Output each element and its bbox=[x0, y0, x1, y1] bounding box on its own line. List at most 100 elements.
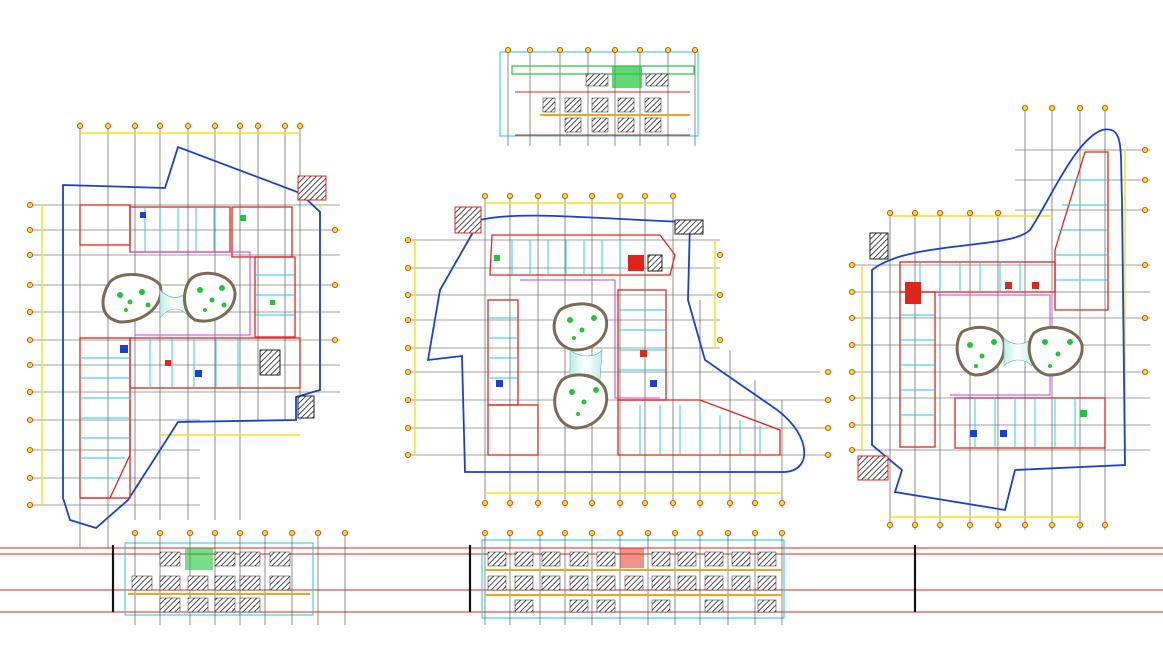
grid-axis-bubble bbox=[1102, 522, 1109, 529]
grid-axis-bubble bbox=[995, 209, 1002, 216]
grid-axis-bubble bbox=[404, 424, 411, 431]
grid-axis-bubble bbox=[404, 236, 411, 243]
grid-axis-bubble bbox=[589, 192, 596, 199]
plan-right bbox=[850, 105, 1150, 530]
grid-axis-bubble bbox=[1142, 314, 1149, 321]
plan-center-dimension-bars bbox=[414, 202, 782, 494]
grid-axis-bubble bbox=[1102, 105, 1109, 112]
grid-axis-bubble bbox=[156, 123, 163, 130]
grid-axis-bubble bbox=[254, 123, 261, 130]
grid-axis-bubble bbox=[186, 530, 193, 537]
grid-axis-bubble bbox=[779, 530, 786, 537]
grid-axis-bubble bbox=[236, 530, 243, 537]
grid-axis-bubble bbox=[825, 424, 832, 431]
grid-axis-bubble bbox=[504, 47, 511, 54]
plan-left-gardens bbox=[101, 271, 237, 324]
plan-left-garden-1 bbox=[101, 273, 163, 324]
grid-axis-bubble bbox=[1022, 105, 1029, 112]
grid-axis-bubble bbox=[589, 499, 596, 506]
elevation-top bbox=[499, 48, 699, 146]
plan-right-gardens bbox=[955, 325, 1084, 377]
grid-axis-bubble bbox=[131, 123, 138, 130]
grid-axis-bubble bbox=[1142, 146, 1149, 153]
grid-axis-bubble bbox=[912, 209, 919, 216]
plan-left-magenta-corridor bbox=[130, 251, 251, 336]
grid-axis-bubble bbox=[642, 499, 649, 506]
grid-axis-bubble bbox=[562, 499, 569, 506]
plan-left-accents bbox=[120, 175, 327, 419]
grid-axis-bubble bbox=[26, 446, 33, 453]
grid-axis-bubble bbox=[1077, 522, 1084, 529]
grid-axis-bubble bbox=[527, 47, 534, 54]
grid-axis-bubble bbox=[995, 522, 1002, 529]
grid-axis-bubble bbox=[481, 192, 488, 199]
plan-right-units bbox=[900, 179, 1108, 448]
grid-axis-bubble bbox=[779, 499, 786, 506]
plan-center-gardens bbox=[552, 302, 609, 430]
grid-axis-bubble bbox=[26, 416, 33, 423]
grid-axis-bubble bbox=[1077, 105, 1084, 112]
grid-axis-bubble bbox=[849, 446, 856, 453]
grid-axis-bubble bbox=[537, 530, 544, 537]
grid-axis-bubble bbox=[717, 291, 724, 298]
grid-axis-bubble bbox=[404, 264, 411, 271]
plan-right-garden-2 bbox=[1027, 325, 1084, 377]
grid-axis-bubble bbox=[849, 368, 856, 375]
grid-axis-bubble bbox=[692, 47, 699, 54]
grid-axis-bubble bbox=[331, 226, 338, 233]
grid-axis-bubble bbox=[404, 344, 411, 351]
grid-axis-bubble bbox=[849, 288, 856, 295]
grid-axis-bubble bbox=[26, 361, 33, 368]
grid-axis-bubble bbox=[645, 530, 652, 537]
grid-axis-bubble bbox=[1049, 105, 1056, 112]
grid-axis-bubble bbox=[236, 123, 243, 130]
grid-axis-bubble bbox=[288, 530, 295, 537]
grid-axis-bubble bbox=[617, 499, 624, 506]
grid-axis-bubble bbox=[535, 499, 542, 506]
plan-left-dimension-bars bbox=[41, 132, 321, 505]
grid-axis-bubble bbox=[481, 530, 488, 537]
grid-axis-bubble bbox=[331, 281, 338, 288]
grid-axis-bubble bbox=[26, 201, 33, 208]
grid-axis-bubble bbox=[1049, 522, 1056, 529]
grid-axis-bubble bbox=[589, 530, 596, 537]
plan-center-garden-1 bbox=[552, 302, 609, 352]
grid-axis-bubble bbox=[341, 530, 348, 537]
grid-axis-bubble bbox=[184, 123, 191, 130]
grid-axis-bubble bbox=[26, 226, 33, 233]
grid-axis-bubble bbox=[937, 522, 944, 529]
grid-axis-bubble bbox=[506, 499, 513, 506]
grid-axis-bubble bbox=[825, 396, 832, 403]
grid-axis-bubble bbox=[825, 451, 832, 458]
plan-left-units bbox=[80, 207, 295, 479]
grid-axis-bubble bbox=[1142, 206, 1149, 213]
grid-axis-bubble bbox=[26, 336, 33, 343]
grid-axis-bubble bbox=[506, 192, 513, 199]
plan-center-magenta-corridor bbox=[520, 279, 660, 399]
plan-right-building bbox=[899, 151, 1109, 449]
grid-axis-bubble bbox=[585, 47, 592, 54]
grid-axis-bubble bbox=[825, 368, 832, 375]
grid-axis-bubble bbox=[672, 530, 679, 537]
grid-axis-bubble bbox=[535, 192, 542, 199]
plan-left bbox=[30, 122, 340, 548]
grid-axis-bubble bbox=[937, 209, 944, 216]
grid-axis-bubble bbox=[481, 499, 488, 506]
grid-axis-bubble bbox=[506, 530, 513, 537]
plan-left-garden-2 bbox=[183, 271, 237, 323]
grid-axis-bubble bbox=[665, 47, 672, 54]
grid-axis-bubble bbox=[637, 47, 644, 54]
grid-axis-bubble bbox=[912, 522, 919, 529]
grid-axis-bubble bbox=[1142, 261, 1149, 268]
grid-axis-bubble bbox=[404, 396, 411, 403]
grid-axis-bubble bbox=[156, 530, 163, 537]
plan-right-accents bbox=[857, 232, 1087, 481]
grid-axis-bubble bbox=[26, 281, 33, 288]
plan-center-accents bbox=[454, 206, 704, 387]
grid-axis-bubble bbox=[131, 530, 138, 537]
grid-axis-bubble bbox=[849, 421, 856, 428]
grid-axis-bubble bbox=[849, 341, 856, 348]
grid-axis-bubble bbox=[314, 530, 321, 537]
